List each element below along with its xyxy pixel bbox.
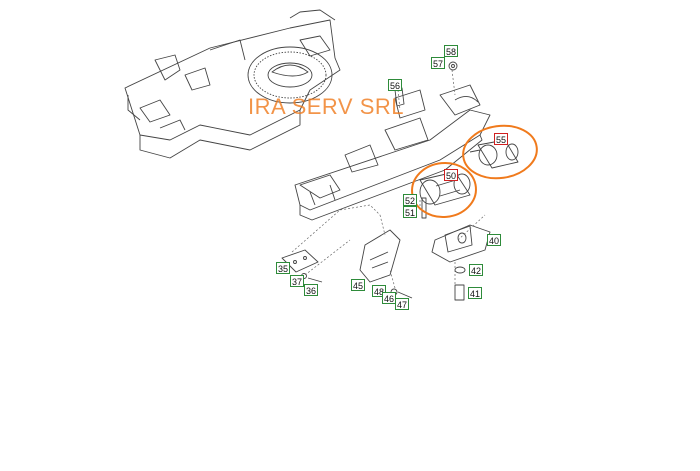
callout-45: 45 <box>351 279 366 291</box>
callout-40: 40 <box>487 234 502 246</box>
bolt-36 <box>307 277 323 283</box>
guard-45 <box>359 229 401 283</box>
callout-57: 57 <box>431 57 446 69</box>
callout-41: 41 <box>468 287 483 299</box>
track-frame <box>294 84 491 221</box>
callout-55: 55 <box>494 133 509 145</box>
highlight-55 <box>462 124 538 180</box>
roller-50 <box>419 171 471 206</box>
highlight-circles <box>411 124 538 219</box>
callout-42: 42 <box>469 264 484 276</box>
leader-lines <box>291 69 486 289</box>
callout-56: 56 <box>388 79 403 91</box>
highlight-50 <box>411 161 477 219</box>
bracket-40 <box>431 224 491 263</box>
plate-35 <box>281 249 319 273</box>
callout-36: 36 <box>304 284 319 296</box>
callout-47: 47 <box>395 298 410 310</box>
nut-58 <box>448 61 458 71</box>
callout-37: 37 <box>290 275 305 287</box>
callout-51: 51 <box>403 206 418 218</box>
callout-35: 35 <box>276 262 291 274</box>
callout-58: 58 <box>444 45 459 57</box>
washer-42 <box>454 266 466 274</box>
watermark-text: IRA SERV SRL <box>248 94 404 119</box>
main-frame <box>124 9 341 159</box>
callout-46: 46 <box>382 292 397 304</box>
bolt-41 <box>454 284 465 301</box>
callout-52: 52 <box>403 194 418 206</box>
callout-50: 50 <box>444 169 459 181</box>
turntable-ring <box>247 46 333 104</box>
